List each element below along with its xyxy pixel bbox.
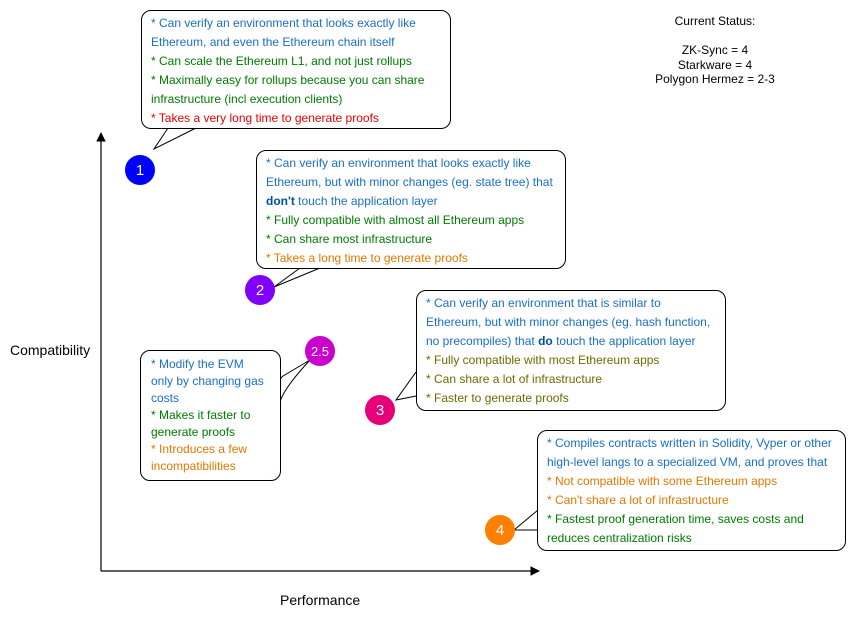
desc-line: * Modify the EVM (151, 357, 244, 371)
desc-line: * Makes it faster to (151, 408, 251, 422)
callout-tail-2 (273, 267, 321, 288)
desc-line: * Takes a long time to generate proofs (266, 251, 468, 265)
desc-line: * Introduces a few (151, 442, 248, 456)
desc-line: only by changing gas (151, 374, 264, 388)
emphasis-text: don't (266, 194, 295, 208)
desc-line: * Can verify an environment that looks e… (266, 156, 531, 170)
y-axis-label: Compatibility (10, 342, 91, 358)
desc-line: infrastructure (incl execution clients) (151, 92, 343, 106)
desc-line: * Takes a very long time to generate pro… (151, 111, 379, 125)
desc-line: Ethereum, but with minor changes (eg. ha… (426, 315, 711, 329)
type-2-description: * Can verify an environment that looks e… (256, 150, 566, 269)
desc-line: * Maximally easy for rollups because you… (151, 73, 425, 87)
callout-tail-4 (512, 509, 539, 531)
desc-line: costs (151, 391, 180, 405)
desc-line: generate proofs (151, 425, 236, 439)
desc-line: * Faster to generate proofs (426, 391, 569, 405)
desc-line: * Can share a lot of infrastructure (426, 372, 603, 386)
desc-line: reduces centralization risks (547, 531, 692, 545)
desc-line: incompatibilities (151, 459, 236, 473)
type-2-5-description: * Modify the EVM only by changing gas co… (140, 350, 281, 481)
type-2-5-marker: 2.5 (305, 336, 335, 366)
type-3-marker: 3 (365, 395, 395, 425)
x-axis-label: Performance (280, 592, 361, 608)
status-line: Starkware = 4 (677, 57, 753, 72)
status-line: ZK-Sync = 4 (681, 43, 749, 57)
desc-text: no precompiles) that (426, 334, 539, 348)
emphasis-text: do (538, 334, 553, 348)
desc-line: * Fully compatible with almost all Ether… (266, 213, 525, 227)
desc-line: * Can share most infrastructure (266, 232, 433, 246)
desc-line: Ethereum, but with minor changes (eg. st… (266, 175, 553, 189)
status-line: Polygon Hermez = 2-3 (655, 72, 775, 86)
desc-line: * Compiles contracts written in Solidity… (547, 436, 832, 450)
current-status: Current Status: ZK-Sync = 4 Starkware = … (640, 14, 790, 87)
desc-line: * Not compatible with some Ethereum apps (547, 474, 778, 488)
desc-line: * Can verify an environment that looks e… (151, 16, 416, 30)
type-4-description: * Compiles contracts written in Solidity… (537, 430, 846, 551)
desc-line: high-level langs to a specialized VM, an… (547, 455, 828, 469)
desc-text: touch the application layer (552, 334, 696, 348)
desc-line: * Fully compatible with most Ethereum ap… (426, 353, 660, 367)
type-1-marker: 1 (125, 155, 155, 185)
callout-tail-3 (394, 371, 417, 401)
callout-tail-1 (152, 127, 197, 151)
type-1-description: * Can verify an environment that looks e… (141, 10, 451, 129)
desc-line: * Fastest proof generation time, saves c… (547, 512, 804, 526)
desc-line: * Can't share a lot of infrastructure (547, 493, 729, 507)
type-2-marker: 2 (245, 275, 275, 305)
desc-line: don't touch the application layer (266, 192, 556, 211)
desc-text: touch the application layer (294, 194, 438, 208)
desc-line: * Can verify an environment that is simi… (426, 296, 661, 310)
status-title: Current Status: (674, 14, 756, 28)
desc-line: * Can scale the Ethereum L1, and not jus… (151, 54, 412, 68)
type-4-marker: 4 (485, 515, 515, 545)
desc-line: no precompiles) that do touch the applic… (426, 332, 716, 351)
callout-tail-2-5 (279, 359, 311, 405)
desc-line: Ethereum, and even the Ethereum chain it… (151, 35, 395, 49)
type-3-description: * Can verify an environment that is simi… (416, 290, 726, 411)
